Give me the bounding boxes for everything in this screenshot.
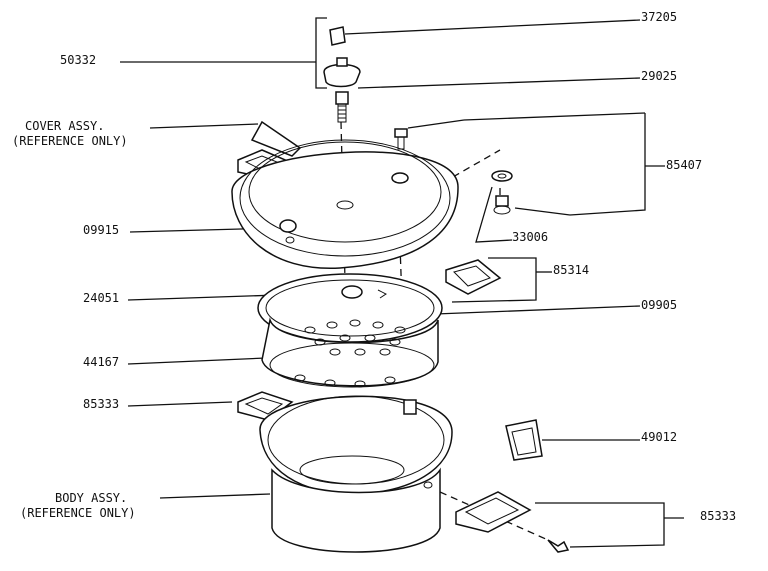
label-body-reference: (REFERENCE ONLY) — [20, 506, 136, 520]
label-50332: 50332 — [60, 53, 97, 67]
label-cover-reference: (REFERENCE ONLY) — [12, 134, 128, 148]
label-09905: 09905 — [641, 298, 678, 312]
cover-assembly — [231, 120, 513, 295]
label-85314: 85314 — [553, 263, 590, 277]
label-49012: 49012 — [641, 430, 678, 444]
label-37205: 37205 — [641, 10, 678, 24]
pressure-regulator-parts — [323, 26, 361, 123]
label-85333-left: 85333 — [83, 397, 120, 411]
label-44167: 44167 — [83, 355, 120, 369]
label-24051: 24051 — [83, 291, 120, 305]
body-assembly — [237, 391, 570, 553]
label-85333-right: 85333 — [700, 509, 737, 523]
rack-and-gasket — [257, 273, 443, 388]
label-09915: 09915 — [83, 223, 120, 237]
label-29025: 29025 — [641, 69, 678, 83]
label-body-assy: BODY ASSY. — [55, 491, 128, 505]
label-85407: 85407 — [666, 158, 703, 172]
label-33006: 33006 — [512, 230, 549, 244]
label-cover-assy: COVER ASSY. — [25, 119, 105, 133]
leader-lines — [120, 17, 684, 548]
